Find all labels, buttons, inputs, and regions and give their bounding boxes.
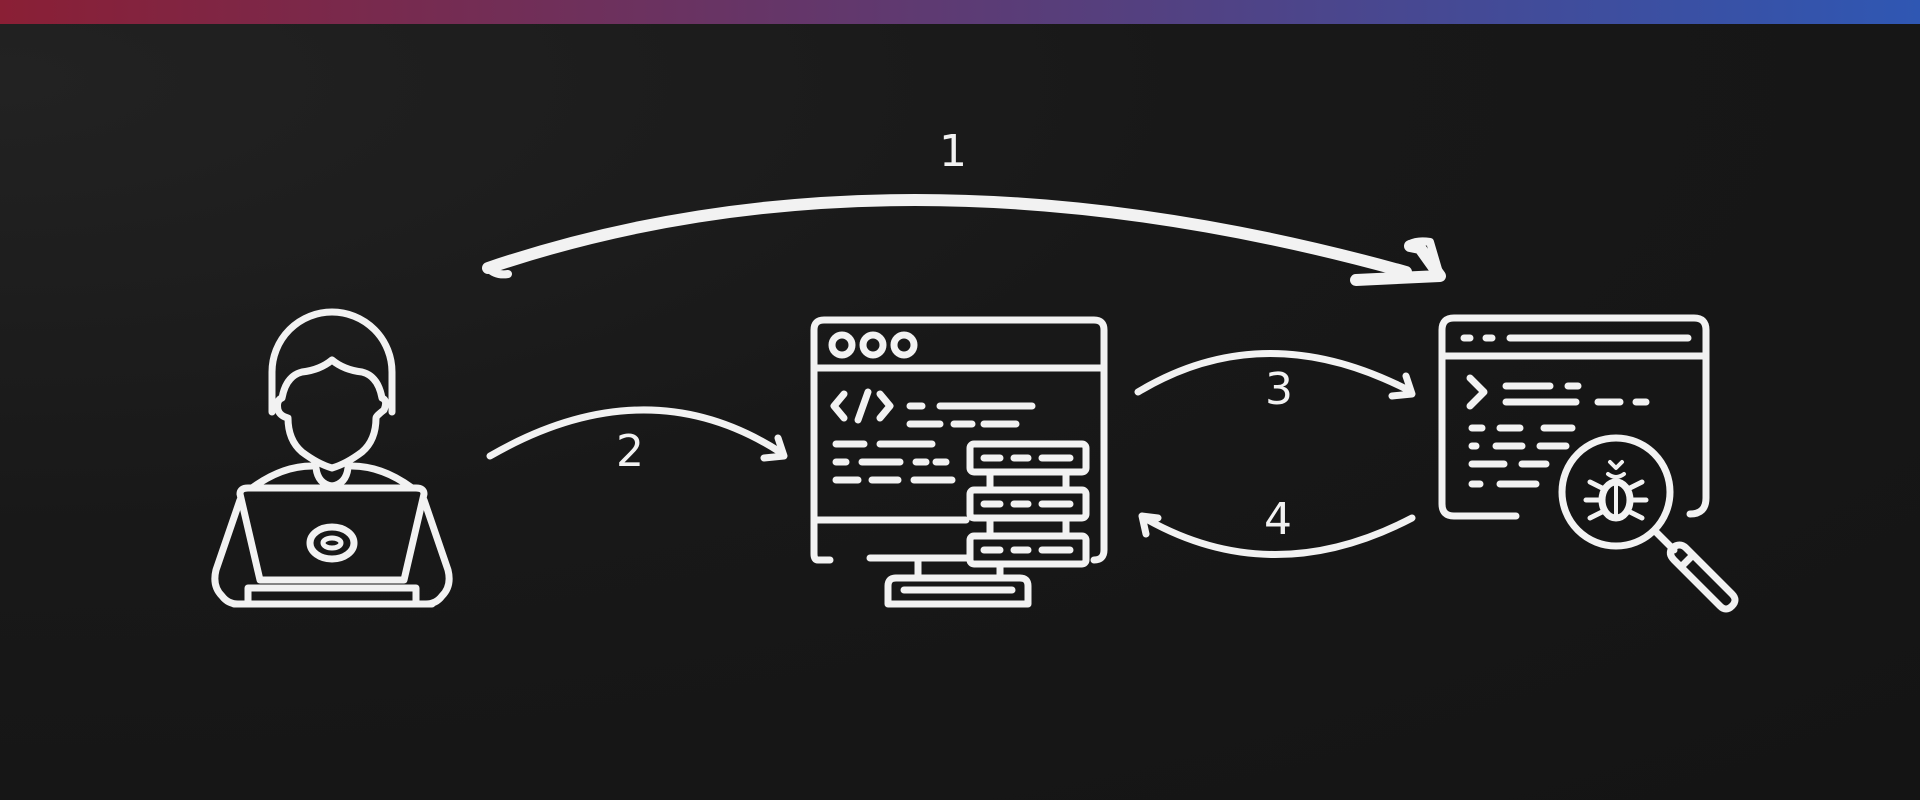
arrow-1 <box>482 194 1446 286</box>
developer-laptop-icon <box>211 308 453 608</box>
step-label-1: 1 <box>939 126 967 177</box>
arrow-4 <box>1138 512 1416 558</box>
arrow-3 <box>1134 350 1416 400</box>
step-label-3: 3 <box>1265 364 1293 415</box>
code-monitor-server-icon <box>810 316 1108 608</box>
step-label-2: 2 <box>616 426 644 477</box>
step-label-4: 4 <box>1264 494 1292 545</box>
gradient-top-bar <box>0 0 1920 24</box>
arrow-2 <box>486 406 788 462</box>
code-window-bug-search-icon <box>1438 314 1739 613</box>
